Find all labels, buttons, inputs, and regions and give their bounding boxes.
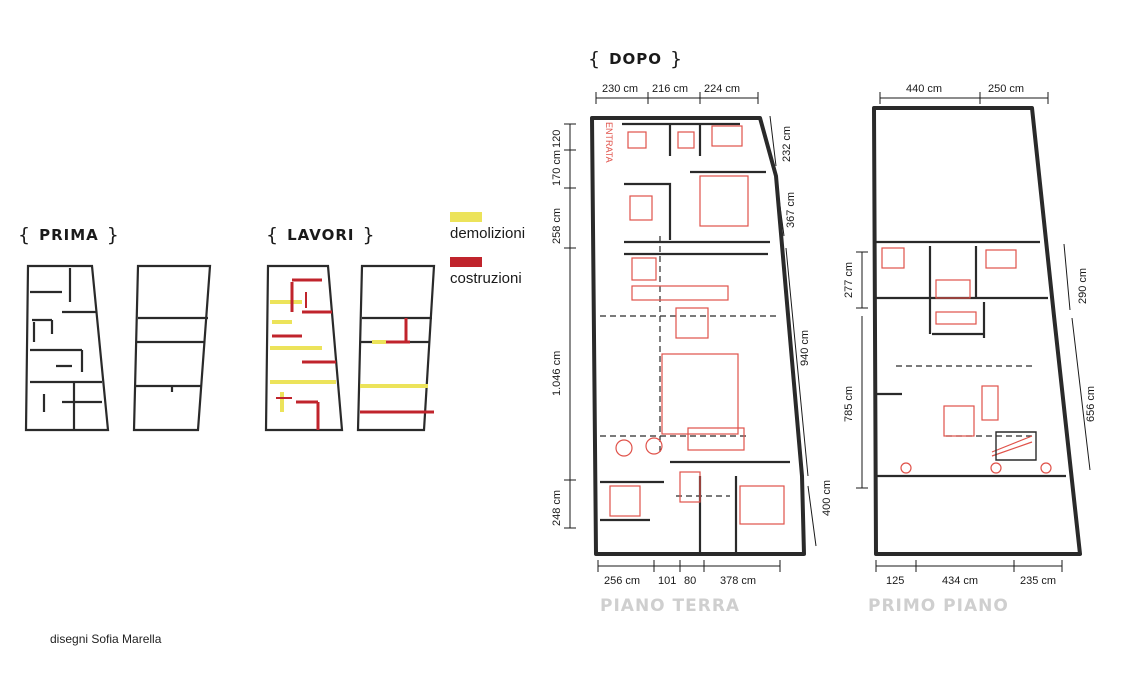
legend-costruzioni: costruzioni bbox=[450, 257, 522, 287]
pt-right-dim-2: 367 cm bbox=[785, 192, 797, 228]
entrance-label: ENTRATA bbox=[604, 122, 614, 163]
pt-left-dim-4: 1.046 cm bbox=[551, 351, 563, 396]
pp-right-dim-2: 656 cm bbox=[1085, 386, 1097, 422]
section-title-prima: { PRIMA } bbox=[18, 224, 120, 246]
prima-first-floor-plan bbox=[132, 264, 212, 432]
section-title-lavori: { LAVORI } bbox=[266, 224, 376, 246]
pp-left-dim-1: 277 cm bbox=[843, 262, 855, 298]
primo-piano-label: PRIMO PIANO bbox=[868, 596, 1009, 616]
pp-top-dim-2: 250 cm bbox=[988, 83, 1024, 95]
pt-top-dim-3: 224 cm bbox=[704, 83, 740, 95]
legend-demolizioni: demolizioni bbox=[450, 212, 525, 242]
piano-terra-label: PIANO TERRA bbox=[600, 596, 741, 616]
pt-bottom-dim-3: 80 bbox=[684, 575, 696, 587]
pt-top-dim-2: 216 cm bbox=[652, 83, 688, 95]
lavori-floorplans bbox=[264, 264, 436, 432]
pp-bottom-dim-3: 235 cm bbox=[1020, 575, 1056, 587]
pp-left-dim-2: 785 cm bbox=[843, 386, 855, 422]
section-title-dopo: { DOPO } bbox=[588, 48, 684, 70]
lavori-first-floor-plan bbox=[356, 264, 436, 432]
pp-top-dim-1: 440 cm bbox=[906, 83, 942, 95]
prima-floorplans bbox=[24, 264, 212, 432]
pp-bottom-dim-1: 125 bbox=[886, 575, 904, 587]
pt-right-dim-4: 400 cm bbox=[821, 480, 833, 516]
pt-bottom-dim-2: 101 bbox=[658, 575, 676, 587]
primo-piano-plan: 440 cm 250 cm 277 cm 785 cm 290 cm 656 c… bbox=[843, 83, 1097, 587]
pt-left-dim-1: 120 bbox=[551, 130, 563, 148]
pt-left-dim-5: 248 cm bbox=[551, 490, 563, 526]
credit-text: disegni Sofia Marella bbox=[50, 632, 162, 646]
legend-swatch-costruzioni bbox=[450, 257, 482, 267]
pt-right-dim-3: 940 cm bbox=[799, 330, 811, 366]
pt-bottom-dim-1: 256 cm bbox=[604, 575, 640, 587]
legend-swatch-demolizioni bbox=[450, 212, 482, 222]
pt-top-dim-1: 230 cm bbox=[602, 83, 638, 95]
piano-terra-plan: 230 cm 216 cm 224 cm 120 170 cm 258 cm 1… bbox=[551, 83, 833, 587]
prima-ground-floor-plan bbox=[24, 264, 110, 432]
pp-right-dim-1: 290 cm bbox=[1077, 268, 1089, 304]
pp-bottom-dim-2: 434 cm bbox=[942, 575, 978, 587]
pp-furniture bbox=[881, 247, 1052, 474]
lavori-ground-floor-plan bbox=[264, 264, 344, 432]
pt-bottom-dim-4: 378 cm bbox=[720, 575, 756, 587]
pt-right-dim-1: 232 cm bbox=[781, 126, 793, 162]
pt-left-dim-3: 258 cm bbox=[551, 208, 563, 244]
pt-furniture bbox=[609, 125, 785, 525]
pt-left-dim-2: 170 cm bbox=[551, 150, 563, 186]
